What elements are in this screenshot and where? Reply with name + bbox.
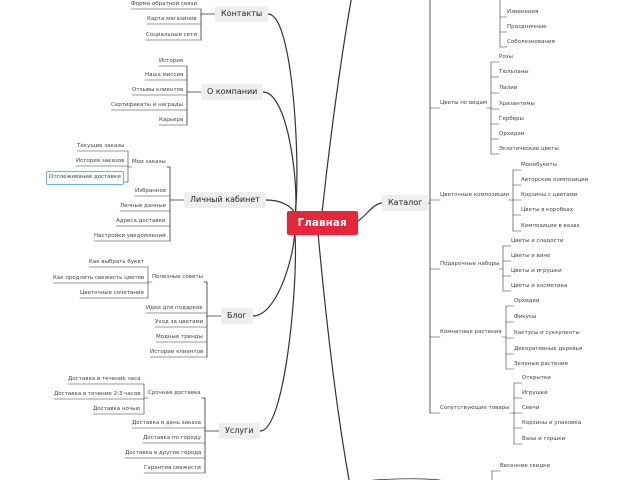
leaf-item[interactable]: Цветы и косметика (511, 283, 568, 289)
group-3-0[interactable]: Полезные советы (152, 274, 203, 280)
leaf-item[interactable]: Цветы и сладости (511, 238, 564, 244)
leaf-item[interactable]: Доставка в течение часа (68, 376, 141, 382)
leaf-item[interactable]: Монобукеты (521, 162, 557, 168)
leaf-item[interactable]: Фикусы (514, 314, 537, 320)
leaf-item[interactable]: Корзины и упаковка (522, 420, 582, 426)
leaf-item[interactable]: Настройки уведомлений (94, 233, 166, 239)
leaf-item[interactable]: Модные тренды (156, 334, 203, 340)
leaf-item[interactable]: Уход за цветами (155, 319, 204, 325)
leaf-item[interactable]: Идеи для подарков (146, 305, 203, 311)
leaf-item[interactable]: Орхидеи (499, 131, 525, 137)
connector (371, 478, 441, 480)
branch-1[interactable]: О компании (201, 84, 264, 100)
branch-catalog[interactable]: Каталог (382, 195, 429, 211)
branch-connector (267, 13, 298, 224)
leaf-item[interactable]: Цветочные сочетания (80, 290, 144, 296)
leaf-item[interactable]: Текущие заказы (77, 143, 125, 149)
leaf-item[interactable]: Как выбрать букет (89, 259, 144, 265)
leaf-item[interactable]: Наша миссия (145, 72, 184, 78)
catalog-group-0[interactable]: Цветы по видам (440, 100, 488, 106)
leaf-item[interactable]: Декоративные деревья (514, 346, 583, 352)
leaf-item[interactable]: Свечи (522, 405, 540, 411)
leaf-item[interactable]: Доставка в другие города (125, 450, 202, 456)
leaf-item[interactable]: История (159, 58, 184, 64)
leaf-item[interactable]: Зеленые растения (514, 361, 568, 367)
leaf-item[interactable]: Цветы и игрушки (511, 268, 562, 274)
leaf-item[interactable]: Форма обратной связи (131, 1, 198, 7)
offscreen-connector (321, 0, 352, 214)
leaf-item[interactable]: Авторские композиции (521, 177, 589, 183)
leaf-item[interactable]: Вазы и горшки (522, 436, 566, 442)
leaf-item[interactable]: Кактусы и суккуленты (514, 330, 580, 336)
branch-connector (262, 91, 297, 224)
catalog-group-4[interactable]: Сопутствующие товары (440, 405, 510, 411)
leaf-item[interactable]: Герберы (499, 116, 524, 122)
leaf-item[interactable]: Орхидеи (514, 298, 540, 304)
leaf-item[interactable]: Отзывы клиентов (132, 87, 184, 93)
catalog-group-3[interactable]: Комнатные растения (440, 329, 502, 335)
branch-4[interactable]: Услуги (219, 423, 260, 439)
branch-0[interactable]: Контакты (215, 6, 269, 22)
leaf-item[interactable]: Карта магазинов (147, 16, 197, 22)
leaf-item[interactable]: Праздничные (507, 24, 547, 30)
leaf-item[interactable]: Доставка ночью (93, 406, 141, 412)
leaf-item[interactable]: Розы (499, 54, 513, 60)
leaf-item[interactable]: Личные данные (120, 203, 167, 209)
leaf-item[interactable]: Весенние скидки (500, 463, 551, 469)
leaf-item[interactable]: Адреса доставки (116, 218, 166, 224)
leaf-item[interactable]: Экзотические цветы (499, 146, 559, 152)
branch-2[interactable]: Личный кабинет (184, 192, 266, 208)
leaf-item[interactable]: Доставка в течение 2-3 часов (54, 391, 141, 397)
leaf-item[interactable]: Карьера (159, 117, 184, 123)
leaf-item[interactable]: Корзины с цветами (521, 192, 578, 198)
leaf-item[interactable]: Композиции в вазах (521, 223, 580, 229)
leaf-item[interactable]: Хризантемы (499, 101, 535, 107)
offscreen-connector (317, 232, 350, 480)
branch-connector (259, 222, 297, 432)
group-2-0[interactable]: Мои заказы (132, 159, 166, 165)
leaf-item[interactable]: Цветы в коробках (521, 207, 574, 213)
leaf-item[interactable]: Соболезнования (507, 39, 555, 45)
leaf-item[interactable]: Сертификаты и награды (111, 102, 183, 108)
leaf-item[interactable]: Доставка в день заказа (132, 420, 201, 426)
catalog-group-2[interactable]: Подарочные наборы (440, 261, 500, 267)
leaf-item[interactable]: История заказов (76, 158, 125, 164)
leaf-item[interactable]: Открытки (522, 375, 551, 381)
leaf-item[interactable]: Социальные сети (146, 32, 197, 38)
leaf-item[interactable]: Избранное (135, 188, 167, 194)
group-4-0[interactable]: Срочная доставка (148, 390, 201, 396)
leaf-item[interactable]: Тюльпаны (499, 69, 529, 75)
leaf-item[interactable]: Игрушки (522, 390, 548, 396)
branch-connector (252, 222, 296, 317)
leaf-item[interactable]: Лилии (499, 85, 518, 91)
leaf-item[interactable]: Гарантия свежести (144, 465, 201, 471)
branch-3[interactable]: Блог (221, 308, 253, 324)
leaf-item[interactable]: Доставка по городу (143, 435, 201, 441)
root-node[interactable]: Главная (286, 210, 358, 235)
catalog-group-1[interactable]: Цветочные композиции (440, 192, 509, 198)
leaf-item[interactable]: Цветы и вино (511, 253, 551, 259)
highlighted-item[interactable]: Отслеживание доставки (46, 171, 124, 185)
leaf-item[interactable]: Истории клиентов (150, 349, 204, 355)
leaf-item[interactable]: Извинения (507, 9, 539, 15)
leaf-item[interactable]: Как продлить свежесть цветов (53, 275, 145, 281)
